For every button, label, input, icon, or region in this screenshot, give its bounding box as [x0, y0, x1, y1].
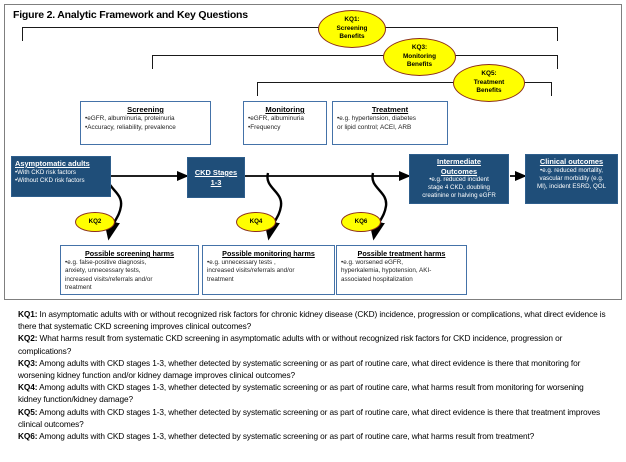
box-treatment-item: •e.g. hypertension, diabetes [337, 115, 416, 123]
box-screening: Screening •eGFR, albuminuria, proteinuri… [80, 101, 211, 145]
box-screening-harms-heading: Possible screening harms [84, 249, 175, 258]
flow-box-intermediate-outcomes: Intermediate Outcomes •e.g. reduced inci… [409, 154, 509, 204]
oval-kq6[interactable]: KQ6 [341, 212, 381, 232]
key-question-5: KQ5: Among adults with CKD stages 1-3, w… [18, 406, 608, 430]
box-treatment-harms-heading: Possible treatment harms [357, 249, 446, 258]
kq1-label: KQ1: [18, 309, 38, 319]
oval-kq2[interactable]: KQ2 [75, 212, 115, 232]
box-monitoring-harms-heading: Possible monitoring harms [222, 249, 315, 258]
box-monitoring: Monitoring •eGFR, albuminuria •Frequency [243, 101, 327, 145]
oval-kq1-line2: Screening [336, 24, 368, 32]
oval-kq1-line1: KQ1: [344, 16, 360, 24]
box-screening-heading: Screening [127, 105, 164, 114]
box-monitoring-harms-item: •e.g. unnecessary tests , [207, 259, 276, 266]
oval-kq1-line3: Benefits [339, 33, 365, 41]
oval-kq3-line2: Monitoring [402, 52, 436, 60]
kq3-text: Among adults with CKD stages 1-3, whethe… [18, 357, 581, 380]
flow-box-ckd-heading-line1: CKD Stages [194, 167, 238, 177]
oval-kq3-line1: KQ3: [411, 44, 428, 52]
key-question-3: KQ3: Among adults with CKD stages 1-3, w… [18, 357, 608, 381]
flow-box-clinical-item: •e.g. reduced mortality, [540, 166, 603, 174]
kq3-label: KQ3: [18, 357, 38, 368]
kq6-text: Among adults with CKD stages 1-3, whethe… [37, 430, 535, 441]
flow-box-ckd-heading-line2: 1-3 [210, 177, 222, 187]
box-screening-item: •eGFR, albuminuria, proteinuria [85, 115, 175, 123]
flow-box-population-heading: Asymptomatic adults [15, 159, 90, 168]
box-treatment: Treatment •e.g. hypertension, diabetes o… [332, 101, 448, 145]
box-screening-harms-item: treatment [65, 284, 92, 292]
flow-box-intermediate-item: creatinine or halving eGFR [422, 192, 496, 200]
oval-kq3-monitoring-benefits[interactable]: KQ3: Monitoring Benefits [383, 38, 456, 76]
oval-kq4-label: KQ4 [249, 217, 263, 225]
flow-box-ckd-stages: CKD Stages 1-3 [187, 157, 245, 198]
box-treatment-heading: Treatment [371, 105, 409, 114]
oval-kq6-label: KQ6 [354, 217, 368, 225]
oval-kq4[interactable]: KQ4 [236, 212, 276, 232]
oval-kq3-line3: Benefits [406, 61, 433, 69]
flow-box-intermediate-heading-line2: Outcomes [440, 166, 478, 176]
bracket-monitoring-benefits [152, 55, 558, 69]
figure-title: Figure 2. Analytic Framework and Key Que… [13, 9, 248, 21]
kq4-label: KQ4: [18, 382, 38, 393]
oval-kq1-screening-benefits[interactable]: KQ1: Screening Benefits [318, 10, 386, 48]
box-monitoring-item: •eGFR, albuminuria [248, 115, 304, 123]
oval-kq5-line1: KQ5: [481, 70, 497, 78]
oval-kq2-label: KQ2 [88, 217, 102, 225]
key-question-1: KQ1: In asymptomatic adults with or with… [18, 308, 608, 332]
key-question-2: KQ2: What harms result from systematic C… [18, 332, 608, 356]
flow-box-population-item: •Without CKD risk factors [15, 176, 85, 184]
kq4-text: Among adults with CKD stages 1-3, whethe… [18, 382, 584, 405]
flow-box-intermediate-heading-line1: Intermediate [437, 157, 481, 166]
bracket-treatment-benefits [257, 82, 552, 96]
flow-box-intermediate-item: stage 4 CKD, doubling [428, 184, 490, 192]
flow-box-population-item: •With CKD risk factors [15, 168, 76, 176]
flow-box-clinical-item: vascular morbidity (e.g. [539, 174, 604, 182]
box-treatment-harms-item: •e.g. worsened eGFR, [341, 259, 404, 266]
box-treatment-item: or lipid control; ACEI, ARB [337, 124, 412, 131]
box-possible-screening-harms: Possible screening harms •e.g. false-pos… [60, 245, 199, 295]
bracket-screening-benefits [22, 27, 558, 41]
box-possible-monitoring-harms: Possible monitoring harms •e.g. unnecess… [202, 245, 335, 295]
flow-box-clinical-heading: Clinical outcomes [539, 157, 604, 166]
analytic-framework-figure: Figure 2. Analytic Framework and Key Que… [4, 4, 622, 300]
kq6-label: KQ6: [18, 430, 38, 441]
kq1-text: In asymptomatic adults with or without r… [18, 309, 606, 332]
box-screening-harms-item: increased visits/referrals and/or [65, 275, 153, 283]
key-question-4: KQ4: Among adults with CKD stages 1-3, w… [18, 381, 608, 405]
kq2-label: KQ2: [18, 333, 38, 344]
box-treatment-harms-item: hyperkalemia, hypotension, AKI- [341, 267, 432, 275]
flow-box-asymptomatic-adults: Asymptomatic adults •With CKD risk facto… [11, 156, 111, 197]
flow-box-intermediate-item: •e.g. reduced incident [429, 176, 489, 184]
box-possible-treatment-harms: Possible treatment harms •e.g. worsened … [336, 245, 467, 295]
oval-kq5-treatment-benefits[interactable]: KQ5: Treatment Benefits [453, 64, 525, 102]
kq5-text: Among adults with CKD stages 1-3, whethe… [18, 406, 601, 429]
box-treatment-harms-item: associated hospitalization [341, 275, 413, 283]
box-monitoring-harms-item: increased visits/referrals and/or [207, 267, 295, 275]
key-question-6: KQ6: Among adults with CKD stages 1-3, w… [18, 430, 608, 442]
kq5-label: KQ5: [18, 406, 38, 417]
box-screening-harms-item: •e.g. false-positive diagnosis, [65, 259, 147, 266]
flow-box-clinical-item: MI), incident ESRD, QOL [536, 182, 607, 190]
oval-kq5-line3: Benefits [476, 87, 502, 95]
box-monitoring-harms-item: treatment [207, 275, 234, 283]
box-screening-harms-item: anxiety, unnecessary tests, [65, 267, 141, 275]
key-questions-list: KQ1: In asymptomatic adults with or with… [0, 304, 626, 442]
box-monitoring-heading: Monitoring [265, 105, 305, 114]
flow-box-clinical-outcomes: Clinical outcomes •e.g. reduced mortalit… [525, 154, 618, 204]
kq2-text: What harms result from systematic CKD sc… [18, 333, 563, 356]
box-monitoring-item: •Frequency [248, 124, 281, 131]
oval-kq5-line2: Treatment [473, 78, 505, 86]
box-screening-item: •Accuracy, reliability, prevalence [85, 124, 176, 131]
